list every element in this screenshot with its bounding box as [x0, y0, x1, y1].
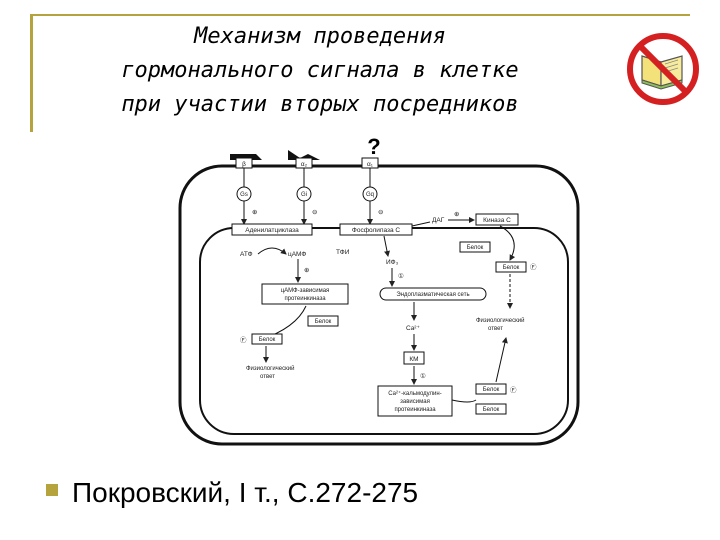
protein-box: [307, 315, 339, 327]
reference-text: Покровский, I т., С.272-275: [72, 477, 419, 508]
gs-label: Gs: [240, 192, 248, 198]
receptor-alpha2-label: α₂: [301, 161, 308, 168]
receptor-beta: [230, 154, 262, 169]
protein-box: [495, 261, 527, 273]
cell-membrane: [178, 164, 580, 446]
phospho-sign: Ⓕ: [240, 336, 247, 344]
camp-kinase-line1: цАМФ-зависимая: [281, 288, 330, 294]
phospho-sign: Ⓕ: [510, 386, 517, 394]
ca-kinase-line2: зависимая: [400, 399, 430, 405]
physio-response-2-line1: Физиологический: [476, 317, 524, 324]
plus-sign: ⊕: [304, 267, 310, 274]
km-box: [403, 351, 425, 365]
camp-label: цАМФ: [288, 251, 306, 258]
physio-response-1-line1: Физиологический: [246, 365, 294, 372]
title-line-1: Механизм проведения: [194, 24, 446, 49]
protein-box: [475, 403, 507, 415]
slide-title: Механизм проведения гормонального сигнал…: [40, 20, 600, 122]
one-sign: ①: [420, 372, 426, 380]
er-label: Эндоплазматическая сеть: [396, 292, 469, 298]
decorative-horizontal-line: [30, 14, 690, 16]
er-shape: [379, 287, 487, 301]
kinase-c-box: [475, 213, 519, 226]
adenylate-cyclase-box: [231, 223, 313, 236]
protein-box: [475, 383, 507, 395]
ca-kinase-line3: протеинкиназа: [394, 407, 436, 413]
phospholipase-box: [339, 223, 413, 236]
unknown-ligand-mark: ?: [367, 138, 380, 159]
title-line-3: при участии вторых посредников: [121, 92, 519, 117]
decorative-vertical-line: [30, 14, 33, 132]
protein-box: [251, 333, 283, 345]
phospholipase-label: Фосфолипаза С: [352, 227, 401, 234]
adenylate-cyclase-label: Аденилатциклаза: [245, 227, 299, 234]
plus-sign: ⊕: [252, 209, 258, 216]
protein-label: Белок: [503, 265, 520, 271]
camp-kinase-line2: протеинкиназа: [284, 296, 326, 302]
physio-response-2-line2: ответ: [488, 326, 503, 332]
receptor-beta-label: β: [242, 161, 246, 168]
phospho-sign: Ⓕ: [530, 263, 537, 271]
gq-label: Gq: [366, 192, 374, 198]
gi-label: Gi: [301, 192, 307, 198]
minus-sign: ⊖: [378, 209, 384, 216]
tfi-label: ТФИ: [336, 249, 350, 256]
protein-label: Белок: [483, 387, 500, 393]
protein-label: Белок: [315, 319, 332, 325]
protein-label: Белок: [483, 407, 500, 413]
minus-sign: ⊖: [312, 209, 318, 216]
dag-label: ДАГ: [432, 217, 445, 224]
km-label: КМ: [409, 356, 418, 363]
physio-response-1-line2: ответ: [260, 374, 275, 380]
prohibition-slash: [637, 43, 689, 95]
kinase-c-label: Киназа С: [483, 217, 511, 224]
protein-label: Белок: [259, 337, 276, 343]
no-book-icon: [627, 33, 699, 105]
plus-sign: ⊕: [454, 211, 460, 218]
protein-box: [459, 241, 491, 253]
one-sign: ①: [398, 272, 404, 280]
atp-label: АТФ: [240, 251, 253, 258]
ip3-label: ИФ₃: [386, 259, 399, 266]
ca-label: Ca²⁺: [406, 325, 420, 332]
camp-kinase-box: [261, 283, 349, 305]
title-line-2: гормонального сигнала в клетке: [121, 58, 519, 83]
signal-pathway-diagram: β α₂ α₁ ? Gs Gi Gq ⊕ ⊖ ⊖ Аденилатциклаза…: [178, 138, 580, 446]
square-bullet: [46, 484, 58, 496]
receptor-alpha1-label: α₁: [367, 161, 374, 168]
ca-kinase-line1: Ca²⁺-кальмодулин-: [388, 390, 441, 397]
protein-label: Белок: [467, 245, 484, 251]
prohibition-ring: [627, 33, 699, 105]
ca-kinase-box: [377, 385, 453, 417]
